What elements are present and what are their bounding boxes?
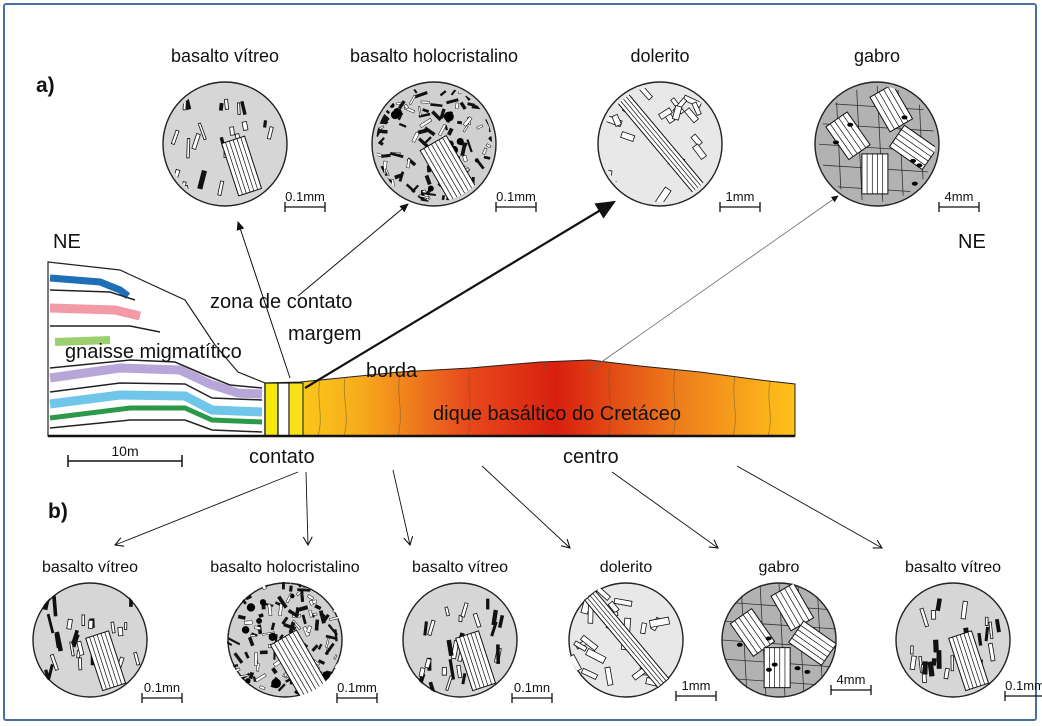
thin-section-glass [896,583,1010,697]
scale-label: 0.1mm [1005,678,1042,693]
scale-label: 0.1mn [144,680,180,695]
orientation-left: NE [53,231,81,253]
thin-section-label: basalto holocristalino [350,46,518,66]
dike-label: dique basáltico do Cretáceo [433,403,681,425]
scale-label: 4mm [837,672,866,687]
thin-sections-top: basalto vítreo 0.1mm basalto holocristalin… [163,46,979,215]
thin-section-label: basalto vítreo [42,559,138,576]
scale-label: 0.1mm [337,680,377,695]
thin-section-label: basalto vítreo [171,46,279,66]
thin-section-label: gabro [759,559,800,576]
arrow [298,204,408,296]
contact-label: contato [249,446,315,468]
thin-section-label: dolerito [630,46,689,66]
thin-section-glass [403,583,517,697]
margin-label: margem [288,323,361,345]
center-label: centro [563,446,619,468]
thin-sections-bottom: basalto vítreo 0.1mn basalto holocristalin… [33,559,1042,704]
arrow [590,196,838,370]
part-label-a: a) [36,74,55,97]
arrow [393,470,410,545]
contact-zone-strip [278,383,289,436]
orientation-right: NE [958,231,986,253]
margin-strip [289,383,303,436]
arrow [737,466,882,548]
thin-section-dolerite [569,583,683,697]
scale-label: 0.1mn [514,680,550,695]
scale-label: 1mm [682,678,711,693]
thin-section-gabbro [815,82,939,206]
part-label-b: b) [48,500,68,523]
thin-section-label: gabro [854,46,900,66]
thin-section-dolerite [596,82,722,207]
arrows-bottom [115,466,882,548]
scale-label: 1mm [726,189,755,204]
thin-section-label: dolerito [600,559,653,576]
thin-section-glass [33,583,147,697]
scale-label: 0.1mm [496,189,536,204]
scale-bar-label: 10m [111,443,138,459]
thin-section-label: basalto vítreo [412,559,508,576]
arrow [612,472,718,548]
thin-section-glass [163,82,287,206]
contact-zone-strip [265,383,278,436]
arrow [482,466,570,548]
arrow [306,472,308,545]
thin-section-gabbro [722,583,836,697]
thin-section-label: basalto holocristalino [210,559,360,576]
contact-zone-label: zona de contato [210,291,352,313]
thin-section-holo [369,74,496,215]
edge-label: borda [366,360,418,382]
thin-section-label: basalto vítreo [905,559,1001,576]
cross-section: 10m NE NE gnaisse migmatítico dique basá… [48,231,986,468]
scale-label: 0.1mm [285,189,325,204]
scale-label: 4mm [945,189,974,204]
arrow [115,472,298,545]
thin-section-holo [220,571,342,704]
host-rock-label: gnaisse migmatítico [65,341,242,363]
